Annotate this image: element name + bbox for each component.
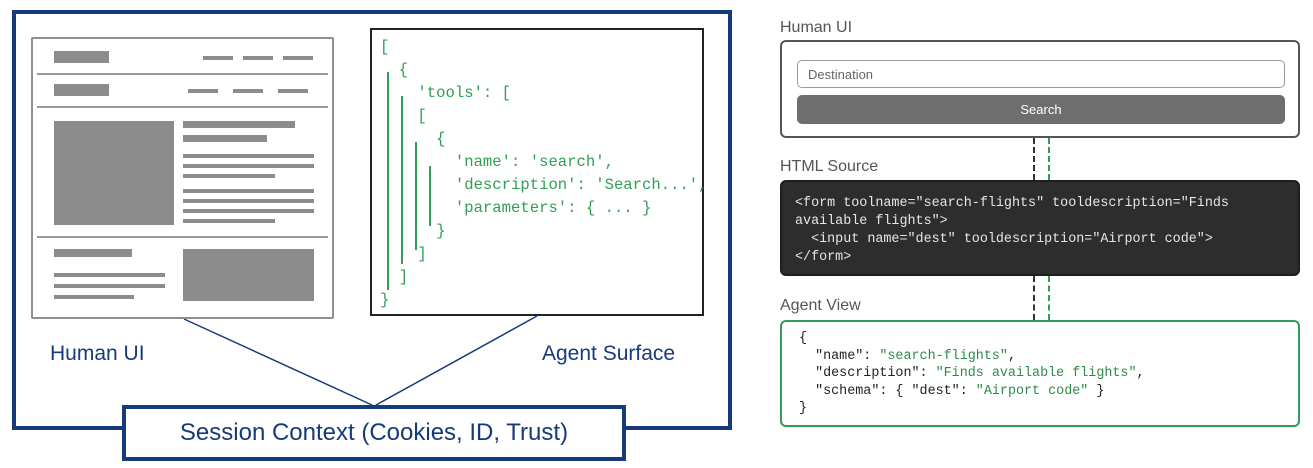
- session-context-box: Session Context (Cookies, ID, Trust): [122, 405, 626, 461]
- agent-surface-connector: [375, 315, 538, 406]
- human-ui-connector: [183, 318, 373, 406]
- indent-guide: [415, 142, 417, 250]
- agent-view-panel: { "name": "search-flights", "description…: [780, 320, 1300, 427]
- connector-dash: [1033, 138, 1035, 180]
- agent-view-json: { "name": "search-flights", "description…: [799, 331, 1145, 416]
- html-source-panel: <form toolname="search-flights" tooldesc…: [780, 180, 1300, 276]
- human-ui-title: Human UI: [780, 19, 853, 36]
- connector-dash: [1048, 276, 1050, 320]
- indent-guide: [401, 96, 403, 264]
- agent-view-title: Agent View: [780, 297, 861, 314]
- tools-json-code: [ { 'tools': [ [ { 'name': 'search', 'de…: [380, 38, 708, 309]
- human-ui-wireframe: [31, 37, 334, 319]
- session-context-label: Session Context (Cookies, ID, Trust): [179, 419, 569, 446]
- human-ui-label: Human UI: [50, 342, 145, 365]
- connector-dash: [1033, 276, 1035, 320]
- destination-input[interactable]: [797, 60, 1285, 88]
- agent-surface-code-card: [ { 'tools': [ [ { 'name': 'search', 'de…: [370, 28, 708, 316]
- agent-surface-label: Agent Surface: [542, 342, 676, 365]
- indent-guide: [429, 166, 431, 226]
- connector-dash: [1048, 138, 1050, 180]
- html-source-code: <form toolname="search-flights" tooldesc…: [795, 196, 1229, 265]
- connector-lines: [183, 315, 538, 406]
- indent-guide: [387, 72, 389, 290]
- html-source-title: HTML Source: [780, 158, 879, 175]
- human-ui-card: Search: [780, 40, 1300, 138]
- search-button[interactable]: Search: [797, 95, 1285, 124]
